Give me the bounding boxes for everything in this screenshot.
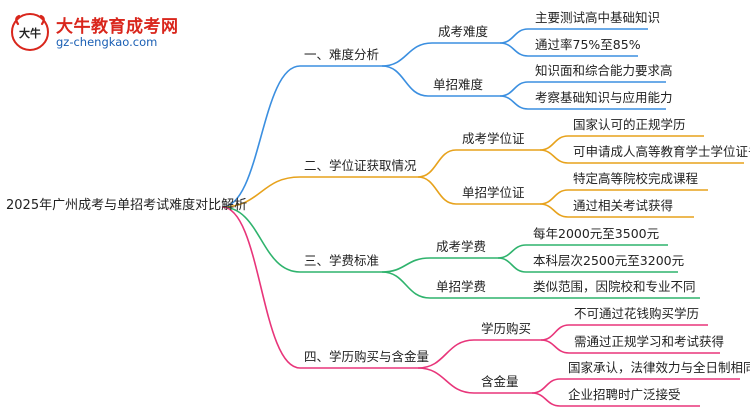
connector-sub-4-2-leaf-1: [531, 378, 561, 394]
branch-degree: 二、学位证获取情况: [304, 158, 417, 173]
connector-root-branch-2: [221, 176, 301, 208]
leaf-2-2-1: 特定高等院校完成课程: [573, 171, 699, 186]
connector-root-branch-1: [221, 65, 301, 208]
logo-mark-text: 大牛: [19, 26, 41, 40]
connector-sub-2-2-leaf-1: [539, 189, 569, 205]
leaf-2-2-2: 通过相关考试获得: [573, 198, 674, 213]
leaf-1-2-2: 考察基础知识与应用能力: [535, 90, 673, 105]
leaf-3-1-2: 本科层次2500元至3200元: [533, 253, 685, 268]
leaf-2-1-2: 可申请成人高等教育学士学位证书: [573, 144, 750, 159]
branch-difficulty: 一、难度分析: [304, 47, 380, 62]
branch-purchase: 四、学历购买与含金量: [304, 349, 430, 364]
connector-sub-4-2-leaf-2: [531, 392, 561, 407]
connector-sub-2-1-leaf-1: [539, 135, 569, 151]
connector-sub-2-2-leaf-2: [539, 203, 569, 218]
logo-url: gz-chengkao.com: [56, 35, 158, 49]
sub-value: 含金量: [481, 374, 519, 389]
connector-sub-3-1-leaf-2: [497, 257, 527, 273]
root-topic: 2025年广州成考与单招考试难度对比解析: [6, 198, 248, 213]
sub-danzhao-tuition: 单招学费: [436, 279, 487, 294]
branch-tuition: 三、学费标准: [304, 253, 380, 268]
connector-sub-4-1-leaf-1: [540, 324, 570, 341]
leaf-4-1-2: 需通过正规学习和考试获得: [574, 334, 725, 349]
connector-branch-3-sub-1: [381, 257, 431, 273]
connector-sub-1-1-leaf-1: [499, 28, 529, 44]
connector-branch-1-sub-1: [381, 42, 433, 67]
leaf-1-1-2: 通过率75%至85%: [535, 37, 641, 52]
sub-danzhao-difficulty: 单招难度: [433, 77, 484, 92]
connector-root-branch-4: [221, 206, 301, 369]
sub-purchase: 学历购买: [481, 321, 532, 336]
sub-danzhao-degree: 单招学位证: [462, 185, 525, 200]
connector-sub-2-1-leaf-2: [539, 149, 569, 164]
leaf-4-2-1: 国家承认，法律效力与全日制相同: [568, 360, 750, 375]
leaf-2-1-1: 国家认可的正规学历: [573, 117, 686, 132]
connector-sub-1-2-leaf-1: [499, 81, 529, 97]
leaf-3-1-1: 每年2000元至3500元: [533, 226, 660, 241]
connector-branch-4-sub-1: [417, 339, 475, 369]
connector-sub-1-1-leaf-2: [499, 42, 529, 57]
sub-chengkao-tuition: 成考学费: [436, 239, 487, 254]
site-logo: 大牛 大牛教育成考网 gz-chengkao.com: [10, 10, 240, 56]
connector-sub-4-1-leaf-2: [540, 339, 570, 354]
sub-chengkao-difficulty: 成考难度: [438, 24, 489, 39]
connector-branch-3-sub-2: [381, 271, 431, 299]
logo-title: 大牛教育成考网: [56, 17, 179, 37]
leaf-1-2-1: 知识面和综合能力要求高: [535, 63, 673, 78]
bull-mascot-icon: 大牛: [11, 13, 49, 51]
leaf-4-2-2: 企业招聘时广泛接受: [568, 387, 681, 402]
connector-sub-3-1-leaf-1: [497, 244, 527, 259]
connector-root-branch-3: [221, 206, 301, 273]
leaf-3-2-1: 类似范围，因院校和专业不同: [533, 279, 696, 294]
connector-sub-1-2-leaf-2: [499, 95, 529, 110]
leaf-1-1-1: 主要测试高中基础知识: [535, 10, 661, 25]
connector-branch-2-sub-1: [417, 149, 457, 178]
sub-chengkao-degree: 成考学位证: [462, 131, 525, 146]
connector-branch-4-sub-2: [417, 367, 475, 394]
leaf-4-1-1: 不可通过花钱购买学历: [574, 306, 700, 321]
connector-branch-2-sub-2: [417, 176, 457, 205]
connector-branch-1-sub-2: [381, 65, 429, 97]
